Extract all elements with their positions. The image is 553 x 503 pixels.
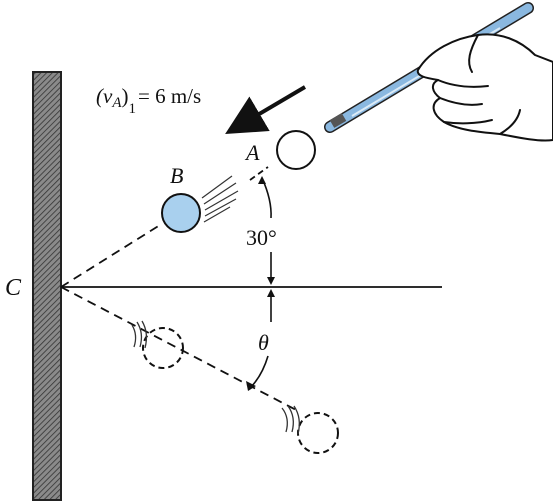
path-near-a-dashed bbox=[249, 166, 269, 181]
ghost-ball-1-motion-lines bbox=[131, 320, 148, 349]
ghost-ball-2 bbox=[297, 412, 339, 454]
point-c-label: C bbox=[5, 275, 22, 301]
ball-b-motion-lines bbox=[201, 175, 239, 223]
ball-a bbox=[276, 130, 316, 170]
point-a-label: A bbox=[244, 140, 260, 165]
hand-holding-cue-icon bbox=[416, 33, 553, 142]
angle-theta-label: θ bbox=[258, 330, 269, 355]
angle-arc-30-arrowhead bbox=[258, 176, 266, 184]
angle-arc-theta-arrowhead bbox=[246, 381, 256, 391]
angle-arc-theta bbox=[249, 355, 269, 389]
ghost-ball-2-motion-lines bbox=[281, 405, 300, 435]
ball-b bbox=[161, 193, 201, 233]
wall bbox=[32, 71, 62, 501]
angle-arc-theta-upper-arrowhead bbox=[267, 289, 275, 297]
ghost-ball-1 bbox=[142, 327, 184, 369]
point-b-label: B bbox=[170, 163, 183, 188]
velocity-label: (vA)1= 6 m/s bbox=[96, 84, 201, 117]
angle-30-label: 30° bbox=[246, 225, 277, 250]
angle-arc-30-lower-arrowhead bbox=[267, 277, 275, 285]
incoming-path-dashed bbox=[60, 224, 161, 288]
velocity-arrow-icon bbox=[225, 85, 307, 135]
